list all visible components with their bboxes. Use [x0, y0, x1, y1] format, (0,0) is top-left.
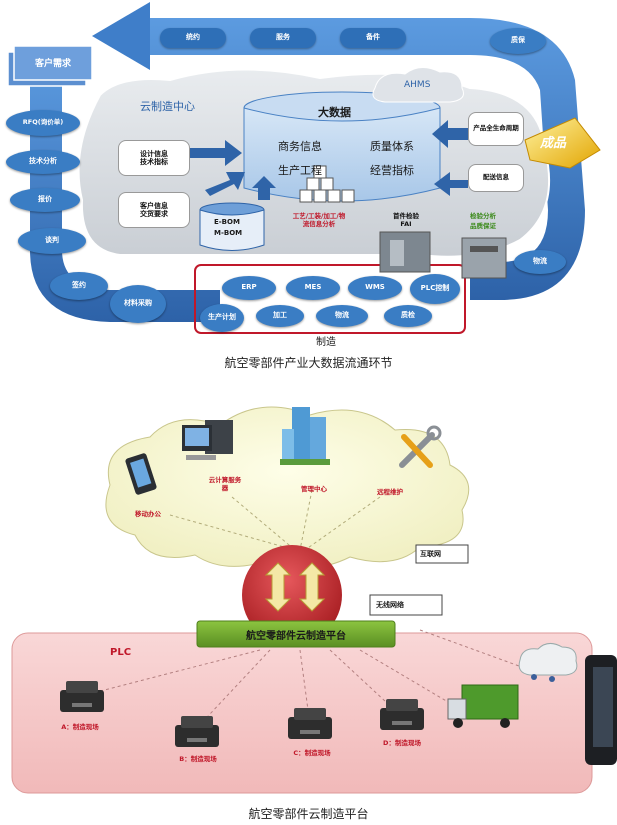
building-icon: [280, 407, 330, 465]
top-caption: 航空零部件产业大数据流通环节: [224, 356, 393, 370]
truck-graphic: [447, 684, 519, 728]
finished-label: 成品: [540, 136, 567, 151]
lifecycle-box: 产品全生命周期: [468, 112, 524, 146]
process-analysis-label: 工艺/工装/加工/物流信息分析: [292, 212, 346, 229]
arrow-customer: [205, 172, 245, 196]
wireless-label: 无线网络: [376, 601, 404, 609]
ahms-label: AHMS: [404, 80, 431, 90]
bottom-diagram-graphics: [11, 406, 617, 794]
mfg-process: 加工: [256, 305, 304, 327]
cloud-node-remote: 远程维护: [377, 488, 403, 496]
mfg-wms: WMS: [348, 276, 402, 300]
data-cubes-graphic: [299, 165, 355, 203]
left-item-contract: 签约: [50, 272, 108, 300]
left-item-quote: 报价: [10, 188, 80, 212]
internet-label: 互联网: [420, 550, 441, 558]
mfg-erp: ERP: [222, 276, 276, 300]
bom-label-1: M-BOM: [214, 229, 243, 237]
internet-box: [415, 544, 469, 564]
ahms-cloud: [372, 67, 464, 103]
big-data-item-3: 经营指标: [370, 164, 414, 177]
plc-label: PLC: [110, 647, 132, 658]
left-item-negotiate: 谈判: [18, 228, 86, 254]
left-item-purchase: 材料采购: [110, 285, 166, 323]
left-item-tech: 技术分析: [6, 150, 80, 174]
arrow-label-1: 服务: [250, 28, 316, 48]
tools-icon: [399, 425, 442, 468]
manufacturing-title: 制造: [316, 337, 336, 348]
inspection-label: 检验分析 品质保证: [470, 212, 496, 230]
site-d-label: D：制造现场: [383, 739, 421, 747]
delivery-box: 配送信息: [468, 164, 524, 192]
cloud-node-management: 管理中心: [301, 485, 327, 493]
cloud-center-label: 云制造中心: [140, 100, 195, 113]
site-c-label: C：制造现场: [293, 749, 331, 757]
bom-label-0: E-BOM: [214, 218, 240, 226]
platform-bar: [196, 620, 396, 648]
bottom-diagram: 移动办公 云计算服务器 管理中心 远程维护 互联网 无线网络 航空零部件云制造平…: [0, 385, 617, 825]
fai-label: 首件检验 FAI: [393, 212, 419, 228]
double-arrow-left: [264, 562, 292, 612]
top-diagram: 统约 服务 备件 质保 客户需求 RFQ(询价单) 技术分析 报价 谈判 签约 …: [0, 0, 617, 370]
mfg-plan: 生产计划: [200, 304, 244, 332]
bottom-caption: 航空零部件云制造平台: [248, 807, 369, 821]
platform-label: 航空零部件云制造平台: [246, 631, 346, 642]
mfg-logistics: 物流: [316, 305, 368, 327]
mfg-plc: PLC控制: [410, 274, 460, 304]
double-arrow-right: [298, 562, 326, 612]
wireless-box: [369, 594, 443, 616]
mfg-qc: 质检: [384, 305, 432, 327]
arrow-delivery: [434, 172, 468, 196]
small-cloud-right: [518, 643, 578, 676]
arrow-design: [190, 140, 242, 166]
arrow-label-2: 备件: [340, 28, 406, 48]
arrow-bom: [252, 176, 276, 200]
printer-b: [175, 716, 219, 747]
top-diagram-graphics: [7, 2, 601, 334]
computer-icon: [182, 420, 233, 460]
site-a-label: A：制造现场: [61, 723, 99, 731]
printer-a: [60, 681, 104, 712]
logistics-right: 物流: [514, 250, 566, 274]
big-data-item-1: 质量体系: [370, 140, 414, 153]
cloud-node-server: 云计算服务器: [208, 476, 242, 492]
machine-photo-gauge: [461, 237, 507, 279]
site-b-label: B：制造现场: [179, 755, 217, 763]
manufacturing-frame: [194, 264, 466, 334]
left-item-rfq: RFQ(询价单): [6, 110, 80, 136]
finished-product-star: [524, 117, 601, 169]
arrow-lifecycle: [432, 120, 468, 148]
machine-photo-fai: [379, 231, 431, 273]
printer-d: [380, 699, 424, 730]
customer-info-box: 客户信息 交货要求: [118, 192, 190, 228]
mfg-mes: MES: [286, 276, 340, 300]
cloud-node-mobile: 移动办公: [135, 510, 161, 518]
big-data-item-2: 生产工程: [278, 164, 322, 177]
customer-demand-label: 客户需求: [34, 59, 71, 69]
design-info-box: 设计信息 技术指标: [118, 140, 190, 176]
quality-node: 质保: [490, 28, 546, 54]
arrow-label-0: 统约: [160, 28, 226, 48]
printer-c: [288, 708, 332, 739]
phone-icon: [125, 453, 157, 495]
big-data-item-0: 商务信息: [278, 140, 322, 153]
flow-arrow-head-left: [92, 2, 150, 70]
big-data-title: 大数据: [318, 106, 351, 119]
